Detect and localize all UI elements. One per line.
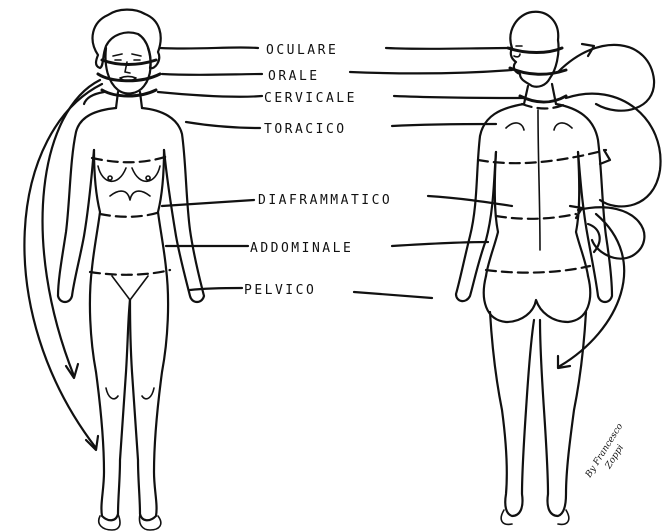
back-left-leg xyxy=(490,312,534,516)
back-feet xyxy=(501,510,569,524)
pelvic-right-leader xyxy=(354,292,432,298)
front-pelvic-line xyxy=(90,270,170,275)
front-knees xyxy=(106,388,154,399)
front-left-arm xyxy=(58,108,116,302)
diaphragm-right-leader xyxy=(428,196,512,206)
back-buttocks xyxy=(484,276,590,322)
front-chest xyxy=(98,166,160,181)
oral-right-leader xyxy=(350,70,512,73)
back-arrow-diaphragm-tip xyxy=(570,206,582,218)
back-pelvic-line xyxy=(486,266,590,273)
abdominal-right-leader xyxy=(392,242,488,246)
label-oral: ORALE xyxy=(268,69,320,84)
back-cervical-band xyxy=(520,96,566,102)
thoracic-left-leader xyxy=(186,122,260,128)
segment-labels: OCULARE ORALE CERVICALE TORACICO DIAFRAM… xyxy=(244,43,392,298)
label-diaphragm: DIAFRAMMATICO xyxy=(258,193,392,208)
cervical-right-leader xyxy=(394,96,524,98)
label-ocular: OCULARE xyxy=(266,43,338,58)
label-abdominal: ADDOMINALE xyxy=(250,241,353,256)
ocular-right-leader xyxy=(386,48,512,49)
front-ribs xyxy=(110,191,150,200)
pelvic-left-leader xyxy=(190,288,242,290)
back-spine xyxy=(538,110,540,250)
front-figure xyxy=(58,10,204,530)
cervical-left-leader xyxy=(158,92,262,97)
front-ocular-band xyxy=(102,60,156,65)
back-shoulder-blades xyxy=(506,123,572,130)
front-eyes xyxy=(113,54,141,60)
back-arrow-neck-tip xyxy=(600,150,610,164)
diaphragm-left-leader xyxy=(162,200,254,206)
label-cervical: CERVICALE xyxy=(264,91,357,106)
front-thoracic-line xyxy=(92,156,168,162)
front-face xyxy=(106,48,151,93)
back-diaphragm-line xyxy=(496,214,576,219)
back-right-leg xyxy=(540,312,586,516)
ocular-left-leader xyxy=(160,47,258,48)
oral-left-leader xyxy=(162,74,262,75)
thoracic-right-leader xyxy=(392,124,496,126)
back-arrow-head-loop xyxy=(558,45,654,111)
front-left-leg xyxy=(90,268,130,520)
label-pelvic: PELVICO xyxy=(244,283,316,298)
front-diaphragm-line xyxy=(100,212,160,217)
back-torso xyxy=(486,152,588,276)
leader-lines xyxy=(158,47,524,298)
back-figure xyxy=(456,12,612,525)
front-torso xyxy=(92,150,166,268)
front-feet xyxy=(99,514,161,530)
front-arrow-to-foot xyxy=(24,84,102,448)
front-right-leg xyxy=(130,268,168,520)
back-ocular-band xyxy=(508,48,562,53)
back-thoracic-line xyxy=(478,150,606,163)
label-thoracic: TORACICO xyxy=(264,122,347,137)
back-arrow-to-shin xyxy=(560,214,624,366)
signature: By Francesco Zoppi xyxy=(584,421,636,486)
front-groin xyxy=(112,276,148,300)
